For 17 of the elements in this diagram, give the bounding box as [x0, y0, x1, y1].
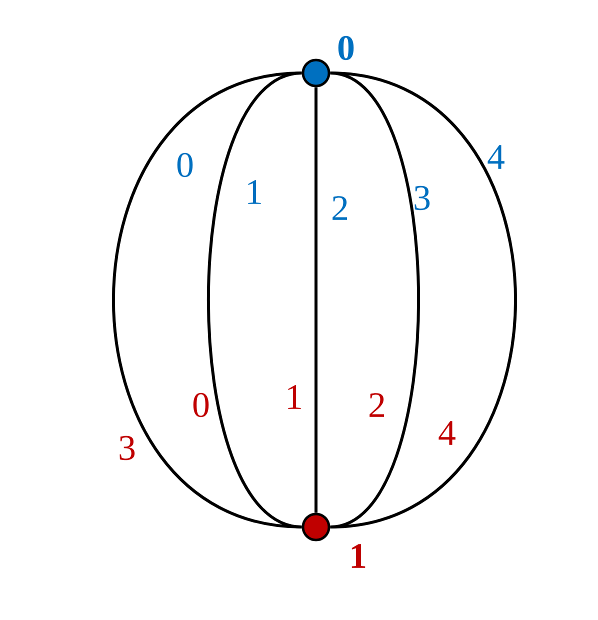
edge-label: 0 — [177, 152, 193, 178]
port-number: 2 — [370, 393, 384, 417]
vertex-label: 1 — [352, 544, 366, 568]
edge-label: 2 — [332, 196, 348, 220]
port-number: 1 — [288, 385, 301, 409]
vertex-dot — [302, 512, 330, 542]
edge-label: 4 — [488, 145, 504, 169]
edge-label: 3 — [414, 186, 430, 210]
edge-arc — [314, 87, 318, 513]
vertex-dot — [302, 58, 330, 88]
edge-arc — [330, 72, 517, 528]
vertex-label: 0 — [338, 36, 354, 60]
port-number: 3 — [120, 436, 135, 460]
port-number: 0 — [193, 392, 209, 418]
edge-label: 1 — [248, 180, 261, 204]
edge-arc — [207, 72, 302, 528]
port-number: 4 — [438, 421, 456, 445]
